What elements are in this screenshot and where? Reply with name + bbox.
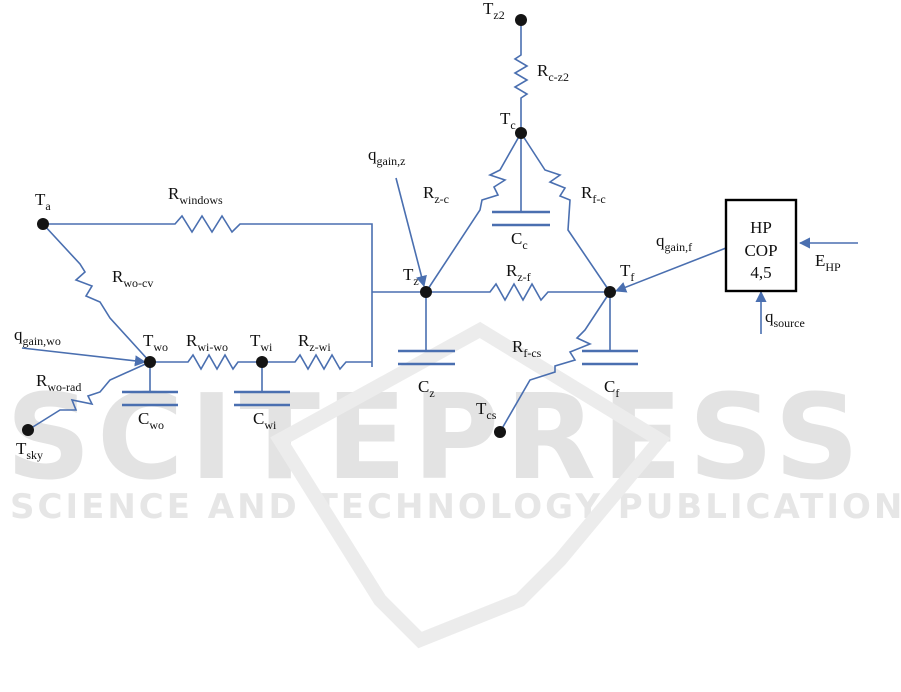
arrow-qgainwo: [22, 348, 145, 362]
label-qgainf: qgain,f: [656, 231, 692, 254]
node-tsky: [22, 424, 34, 436]
label-ta: Ta: [35, 190, 51, 213]
wire-tz-tf: [426, 284, 610, 300]
label-qgainz: qgain,z: [368, 145, 406, 168]
label-rzwi: Rz-wi: [298, 331, 331, 354]
label-tz: Tz: [403, 265, 419, 288]
node-ta: [37, 218, 49, 230]
node-two: [144, 356, 156, 368]
node-twi: [256, 356, 268, 368]
watermark-sub: SCIENCE AND TECHNOLOGY PUBLICATIONS: [10, 487, 901, 527]
watermark-main: SCITEPRESS: [6, 368, 865, 506]
hp-cop-label: COP: [744, 241, 777, 260]
label-rcz2: Rc-z2: [537, 61, 569, 84]
heat-pump-box: HP COP 4,5: [726, 200, 796, 291]
label-qsource: qsource: [765, 307, 805, 330]
label-rzc: Rz-c: [423, 183, 449, 206]
node-tc: [515, 127, 527, 139]
wire-two-twi: [150, 355, 262, 369]
wire-twi-rzwi: [262, 355, 372, 369]
node-tf: [604, 286, 616, 298]
label-twi: Twi: [250, 331, 273, 354]
hp-label: HP: [750, 218, 772, 237]
label-ehp: EHP: [815, 251, 841, 274]
wire-tz2-tc: [515, 20, 527, 133]
label-rwindows: Rwindows: [168, 184, 223, 207]
node-tcs: [494, 426, 506, 438]
label-qgainwo: qgain,wo: [14, 325, 61, 348]
label-rzf: Rz-f: [506, 261, 531, 284]
node-tz: [420, 286, 432, 298]
label-cc: Cc: [511, 229, 528, 252]
watermark: SCITEPRESS SCIENCE AND TECHNOLOGY PUBLIC…: [6, 330, 901, 640]
hp-cop-value: 4,5: [750, 263, 771, 282]
label-rwocv: Rwo-cv: [112, 267, 153, 290]
label-two: Two: [143, 331, 168, 354]
label-rwiwo: Rwi-wo: [186, 331, 228, 354]
label-rfc: Rf-c: [581, 183, 606, 206]
label-tf: Tf: [620, 261, 634, 284]
label-tz2: Tz2: [483, 0, 505, 22]
node-tz2: [515, 14, 527, 26]
label-tc: Tc: [500, 109, 516, 132]
